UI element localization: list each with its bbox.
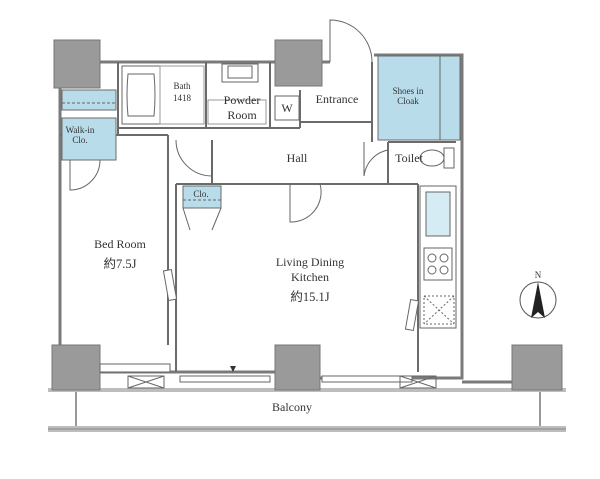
compass: N (519, 270, 557, 319)
pillar-bottom-middle (274, 344, 321, 391)
closets (61, 55, 461, 209)
shoes-in-cloak-area (377, 55, 461, 141)
marker-triangle (230, 366, 236, 372)
toilet-fixture (419, 147, 455, 169)
bedroom-size-label: 約7.5J (104, 256, 137, 271)
washer-space (274, 95, 300, 121)
living-closet (182, 185, 222, 209)
pillars (51, 39, 563, 391)
walk-in-closet-label-line1: Walk-in (66, 125, 95, 135)
shoes-in-cloak-label-line1: Shoes in (393, 86, 424, 96)
interior-walls (60, 62, 456, 372)
compass-north-label: N (535, 270, 542, 280)
toilet-label: Toilet (395, 151, 423, 165)
pillar-bottom-right (511, 344, 563, 391)
shoes-in-cloak-label-line2: Cloak (397, 96, 419, 106)
bath-size-label: 1418 (173, 93, 192, 103)
pillar-top-middle (274, 39, 323, 87)
ldk-size-label: 約15.1J (290, 289, 329, 304)
vanity-sink (207, 63, 267, 125)
powder-room-label-line1: Powder (224, 93, 261, 107)
closet-label: Clo. (193, 189, 208, 199)
pillar-bottom-left (51, 344, 101, 391)
bath-label: Bath (174, 81, 191, 91)
pillar-top-left (53, 39, 101, 89)
walk-in-closet (61, 117, 117, 161)
ldk-label-line1: Living Dining (276, 255, 344, 269)
bathtub (121, 65, 205, 125)
balcony-label: Balcony (272, 400, 312, 414)
walk-in-closet-label-line2: Clo. (72, 135, 87, 145)
powder-room-label-line2: Room (227, 108, 257, 122)
ldk-label-line2: Kitchen (291, 270, 329, 284)
washer-label: W (281, 101, 293, 115)
walk-in-closet-area (61, 89, 117, 111)
hall-label: Hall (287, 151, 308, 165)
bedroom-label: Bed Room (94, 237, 146, 251)
outdoor-units (127, 375, 437, 389)
doors (69, 19, 389, 231)
kitchen-counter (419, 185, 457, 329)
windows (99, 268, 420, 383)
entrance-label: Entrance (316, 92, 359, 106)
